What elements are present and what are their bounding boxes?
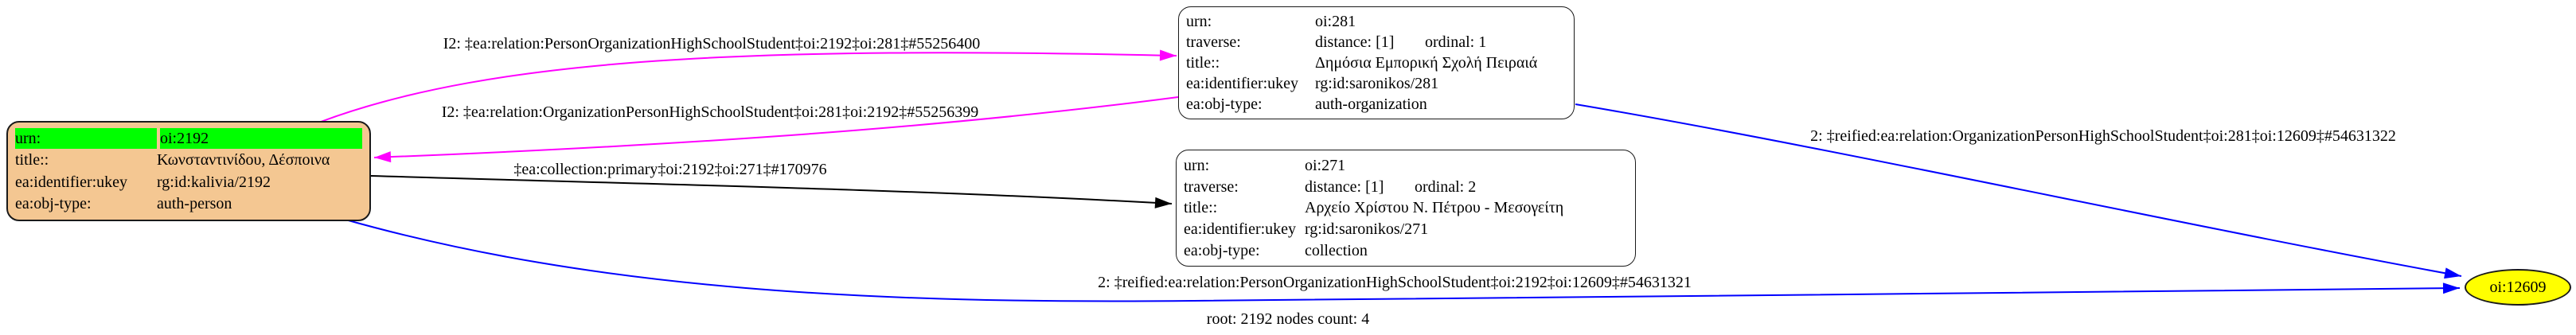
row-key: urn:: [1186, 13, 1212, 30]
graph-footer: root: 2192 nodes count: 4: [1206, 310, 1370, 328]
table-row: urn: oi:271: [1184, 155, 1628, 176]
row-key: ea:obj-type:: [15, 195, 92, 213]
row-key: traverse:: [1186, 33, 1241, 51]
row-key: traverse:: [1184, 177, 1239, 196]
table-row: ea:identifier:ukey rg:id:saronikos/281: [1186, 73, 1567, 94]
row-value: collection: [1305, 242, 1368, 260]
node-oi-2192[interactable]: urn: oi:2192 title:: Κωνσταντινίδου, Δέσ…: [6, 121, 371, 221]
row-value: rg:id:saronikos/281: [1315, 75, 1439, 92]
row-key: ea:obj-type:: [1186, 95, 1263, 113]
row-key: title::: [1184, 199, 1218, 217]
row-key: urn:: [1184, 156, 1210, 174]
row-value: oi:271: [1305, 156, 1346, 174]
table-row: ea:obj-type: collection: [1184, 240, 1628, 261]
row-key: ea:identifier:ukey: [1186, 75, 1299, 92]
row-key: title::: [15, 151, 49, 169]
ordinal-value: ordinal: 2: [1415, 177, 1477, 196]
node-oi-12609[interactable]: oi:12609: [2465, 269, 2571, 306]
table-row: urn: oi:281: [1186, 11, 1567, 32]
row-value: Δημόσια Εμπορική Σχολή Πειραιά: [1315, 54, 1538, 72]
row-key: title::: [1186, 54, 1220, 72]
table-row: ea:obj-type: auth-person: [15, 193, 362, 214]
edge-label-collection-primary: ‡ea:collection:primary‡oi:2192‡oi:271‡#1…: [513, 161, 827, 178]
row-value: auth-person: [157, 195, 232, 213]
table-row: traverse: distance: [1] ordinal: 2: [1184, 177, 1628, 197]
table-row: ea:obj-type: auth-organization: [1186, 94, 1567, 115]
row-key: ea:obj-type:: [1184, 242, 1260, 260]
table-row: urn: oi:2192: [15, 127, 362, 149]
leaf-label: oi:12609: [2489, 278, 2547, 296]
ordinal-value: ordinal: 1: [1425, 33, 1487, 51]
row-value: rg:id:saronikos/271: [1305, 220, 1429, 239]
table-row: traverse: distance: [1] ordinal: 1: [1186, 32, 1567, 53]
table-row: title:: Κωνσταντινίδου, Δέσποινα: [15, 150, 362, 170]
row-value: distance: [1] ordinal: 2: [1305, 177, 1628, 197]
edge-collection-primary: [370, 175, 1173, 208]
row-value: Κωνσταντινίδου, Δέσποινα: [157, 151, 330, 169]
table-row: ea:identifier:ukey rg:id:kalivia/2192: [15, 172, 362, 193]
edge-reified-org-leaf: [1575, 103, 2462, 279]
row-value: oi:281: [1315, 13, 1356, 30]
edge-label-reified-person-leaf: 2: ‡reified:ea:relation:PersonOrganizati…: [1098, 274, 1692, 291]
edge-label-reified-org-leaf: 2: ‡reified:ea:relation:OrganizationPers…: [1810, 127, 2396, 145]
table-row: ea:identifier:ukey rg:id:saronikos/271: [1184, 219, 1628, 240]
row-key: ea:identifier:ukey: [15, 173, 128, 191]
edge-label-relation-org-person: I2: ‡ea:relation:OrganizationPersonHighS…: [441, 103, 979, 121]
node-oi-281[interactable]: urn: oi:281 traverse: distance: [1] ordin…: [1178, 6, 1575, 119]
table-row: title:: Δημόσια Εμπορική Σχολή Πειραιά: [1186, 53, 1567, 73]
edge-reified-person-leaf: [345, 219, 2461, 302]
distance-value: distance: [1]: [1305, 177, 1384, 196]
row-value: Αρχείο Χρίστου Ν. Πέτρου - Μεσογείτη: [1305, 199, 1564, 217]
row-value: oi:2192: [160, 127, 362, 149]
row-key: urn:: [15, 127, 157, 149]
edge-relation-org-person: [373, 96, 1179, 163]
edge-label-relation-person-org: I2: ‡ea:relation:PersonOrganizationHighS…: [443, 35, 981, 53]
table-row: title:: Αρχείο Χρίστου Ν. Πέτρου - Μεσογ…: [1184, 197, 1628, 218]
row-value: distance: [1] ordinal: 1: [1315, 32, 1567, 53]
distance-value: distance: [1]: [1315, 33, 1395, 51]
row-key: ea:identifier:ukey: [1184, 220, 1297, 239]
node-oi-271[interactable]: urn: oi:271 traverse: distance: [1] ordin…: [1176, 150, 1636, 267]
edge-relation-person-org: [320, 49, 1177, 123]
row-value: rg:id:kalivia/2192: [157, 173, 271, 191]
row-value: auth-organization: [1315, 95, 1427, 113]
